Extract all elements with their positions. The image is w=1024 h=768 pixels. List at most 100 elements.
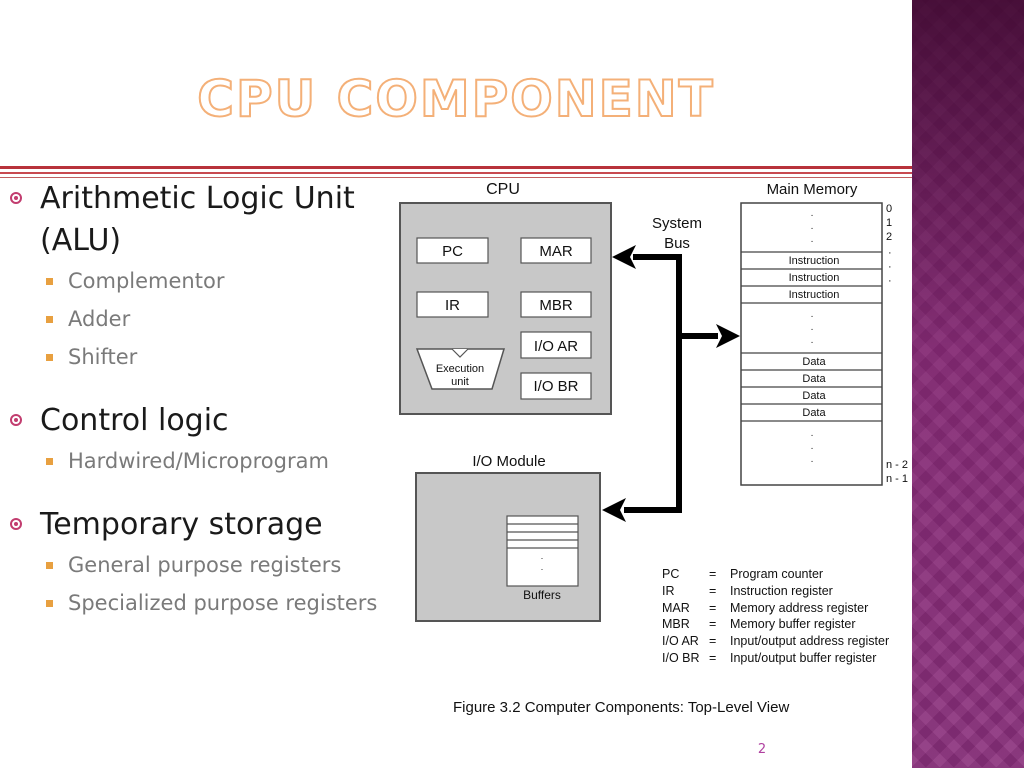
memory-bottom-dots: · · · (810, 430, 813, 467)
system-bus-label-1: System (652, 215, 702, 232)
svg-text:n - 1: n - 1 (886, 473, 908, 485)
bullet-temporary-storage: Temporary storage (10, 504, 410, 546)
iobr-register (520, 372, 592, 400)
sub-bullet-text: Adder (68, 307, 131, 331)
svg-text:·: · (810, 311, 813, 322)
square-bullet-icon (46, 316, 53, 323)
svg-text:·: · (810, 443, 813, 454)
bullet-text: Control logic (40, 403, 229, 438)
bullet-marker-icon (10, 414, 22, 426)
legend-desc: Memory buffer register (730, 617, 856, 631)
sub-bullet-shifter: Shifter (10, 338, 410, 376)
legend-eq: = (709, 617, 716, 631)
ir-register-label: IR (445, 297, 460, 314)
buffer-row-lines (507, 523, 578, 549)
memory-top-dots: · · · (810, 210, 813, 247)
bullet-alu-line1: Arithmetic Logic Unit (40, 181, 355, 216)
memory-middle-dots: · · · (810, 311, 813, 348)
legend-eq: = (709, 634, 716, 648)
svg-text:·: · (810, 236, 813, 247)
computer-components-diagram: CPU PC MAR IR MBR I/O AR I/O BR Executio… (399, 181, 908, 716)
legend-abbr: I/O AR (662, 634, 699, 648)
memory-row-instruction: Instruction (789, 289, 840, 301)
buffers-label: Buffers (523, 588, 561, 602)
sub-bullet-general-registers: General purpose registers (10, 546, 410, 584)
execution-unit-label-2: unit (451, 376, 469, 388)
square-bullet-icon (46, 278, 53, 285)
bullet-alu: Arithmetic Logic Unit (ALU) (10, 178, 410, 262)
system-bus-arrowheads (602, 245, 740, 522)
mbr-register-label: MBR (539, 297, 573, 314)
svg-text:1: 1 (886, 217, 892, 229)
bullet-control-logic: Control logic (10, 400, 410, 442)
decorative-side-panel (912, 0, 1024, 768)
sub-bullet-adder: Adder (10, 300, 410, 338)
memory-row-data: Data (802, 390, 826, 402)
mbr-register (520, 291, 592, 318)
legend-abbr: MBR (662, 617, 690, 631)
figure-caption: Figure 3.2 Computer Components: Top-Leve… (453, 699, 789, 716)
square-bullet-icon (46, 600, 53, 607)
mar-register (520, 237, 592, 264)
legend-abbr: MAR (662, 601, 690, 615)
svg-text:·: · (888, 275, 892, 287)
iobr-register-label: I/O BR (533, 378, 578, 395)
slide-title: CPU COMPONENT (196, 69, 715, 129)
svg-text:·: · (541, 564, 544, 574)
arrow-left-icon (612, 245, 636, 269)
memory-row-data: Data (802, 407, 826, 419)
sub-bullet-text: Specialized purpose registers (68, 591, 378, 615)
svg-text:·: · (810, 430, 813, 441)
io-module-label: I/O Module (472, 453, 545, 470)
svg-text:0: 0 (886, 203, 892, 215)
legend-desc: Memory address register (730, 601, 868, 615)
mar-register-label: MAR (539, 243, 573, 260)
legend-desc: Program counter (730, 567, 823, 581)
cpu-label: CPU (486, 181, 520, 198)
sub-bullet-text: Shifter (68, 345, 138, 369)
title-rule-middle (0, 172, 912, 174)
execution-unit-notch (451, 348, 469, 358)
bullet-marker-icon (10, 192, 22, 204)
svg-text:·: · (888, 261, 892, 273)
sub-bullet-specialized-registers: Specialized purpose registers (10, 584, 410, 622)
legend-eq: = (709, 601, 716, 615)
slide-number: 2 (757, 742, 767, 757)
bullet-alu-line2: (ALU) (40, 223, 122, 258)
system-bus-arrows (624, 254, 718, 513)
pc-register-label: PC (442, 243, 463, 260)
title-rule-bottom (0, 177, 912, 178)
sub-bullet-text: Complementor (68, 269, 225, 293)
svg-text:·: · (810, 337, 813, 348)
legend-abbr: IR (662, 584, 675, 598)
square-bullet-icon (46, 354, 53, 361)
memory-row-instruction: Instruction (789, 255, 840, 267)
sub-bullet-text: Hardwired/Microprogram (68, 449, 329, 473)
sub-bullet-complementor: Complementor (10, 262, 410, 300)
memory-address-labels: 0 1 2 · · · n - 2 n - 1 (886, 203, 908, 485)
legend-eq: = (709, 651, 716, 665)
memory-row-instruction: Instruction (789, 272, 840, 284)
main-memory-box (740, 202, 883, 486)
ioar-register-label: I/O AR (534, 338, 578, 355)
bullet-marker-icon (10, 518, 22, 530)
square-bullet-icon (46, 562, 53, 569)
svg-text:n - 2: n - 2 (886, 459, 908, 471)
execution-unit-label-1: Execution (436, 363, 484, 375)
svg-text:·: · (888, 247, 892, 259)
buffers-box (506, 515, 579, 587)
system-bus-label-2: Bus (664, 235, 690, 252)
execution-unit-shape (415, 348, 506, 390)
arrow-left-icon (602, 498, 626, 522)
bullet-text: Temporary storage (40, 507, 323, 542)
sub-bullet-text: General purpose registers (68, 553, 342, 577)
memory-row-data: Data (802, 373, 826, 385)
memory-row-lines (741, 251, 882, 422)
buffer-dots: · · (541, 553, 544, 574)
square-bullet-icon (46, 458, 53, 465)
abbreviation-legend: PC = Program counter IR = Instruction re… (662, 567, 889, 665)
legend-desc: Input/output buffer register (730, 651, 876, 665)
legend-desc: Instruction register (730, 584, 833, 598)
svg-text:·: · (810, 324, 813, 335)
